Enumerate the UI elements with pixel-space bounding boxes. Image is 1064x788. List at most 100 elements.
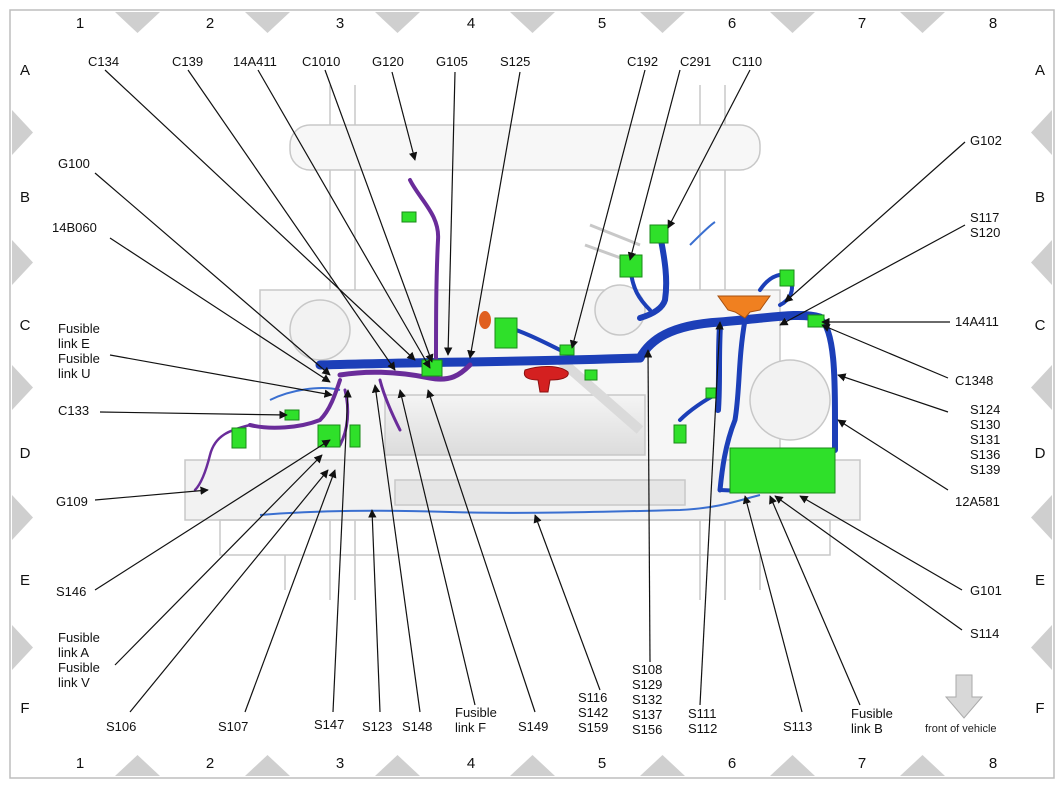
grid-row-b-right: B [1035, 189, 1045, 206]
connector-green-mid [779, 269, 795, 287]
label-fusible-f-2: link F [455, 720, 486, 735]
label-fusible-u-2: link U [58, 366, 91, 381]
connector-green-left-2 [317, 424, 341, 448]
callout-labels: C134 C139 14A411 C1010 G120 G105 S125 C1… [52, 54, 1002, 737]
connector-green-left-3 [349, 424, 361, 448]
label-s116: S116 [578, 690, 607, 705]
label-g105: G105 [436, 54, 468, 69]
grid-column-labels-top: 1 2 3 4 5 6 7 8 [76, 15, 997, 32]
grid-row-labels-left: A B C D E F [20, 62, 31, 717]
label-c1348: C1348 [955, 373, 993, 388]
label-g109: G109 [56, 494, 88, 509]
grid-col-3: 3 [336, 15, 344, 32]
grid-row-c-right: C [1035, 317, 1046, 334]
label-c1010: C1010 [302, 54, 340, 69]
label-14a411-top: 14A411 [233, 54, 277, 69]
label-s149: S149 [518, 719, 548, 734]
grid-col-1-bottom: 1 [76, 755, 84, 772]
grid-col-4-bottom: 4 [467, 755, 475, 772]
label-s132: S132 [632, 692, 662, 707]
label-fusible-f-1: Fusible [455, 705, 497, 720]
label-g101: G101 [970, 583, 1002, 598]
grid-col-7-bottom: 7 [858, 755, 866, 772]
grid-row-f: F [20, 700, 29, 717]
label-c110: C110 [732, 54, 762, 69]
label-c139: C139 [172, 54, 203, 69]
label-s114: S114 [970, 626, 999, 641]
connector-c133 [284, 409, 300, 421]
connectors [231, 211, 836, 494]
vehicle-frame [184, 85, 861, 600]
label-14a411-right: 14A411 [955, 314, 999, 329]
label-fusible-v-1: Fusible [58, 660, 100, 675]
label-s137: S137 [632, 707, 662, 722]
grid-column-labels-bottom: 1 2 3 4 5 6 7 8 [76, 755, 997, 772]
connector-c192 [559, 344, 575, 356]
grid-col-4: 4 [467, 15, 475, 32]
grid-row-d: D [20, 445, 31, 462]
label-s148: S148 [402, 719, 432, 734]
label-fusible-b-2: link B [851, 721, 883, 736]
label-s139: S139 [970, 462, 1000, 477]
grid-col-1: 1 [76, 15, 84, 32]
label-s146: S146 [56, 584, 86, 599]
grid-row-f-right: F [1035, 700, 1044, 717]
battery-junction-box [729, 447, 836, 494]
grid-row-b: B [20, 189, 30, 206]
connector-green-left-1 [231, 427, 247, 449]
label-c291: C291 [680, 54, 711, 69]
label-g100: G100 [58, 156, 90, 171]
label-s117: S117 [970, 210, 999, 225]
label-s112: S112 [688, 721, 717, 736]
label-s111: S111 [688, 706, 716, 721]
label-g120: G120 [372, 54, 404, 69]
connector-c1010 [421, 359, 443, 377]
front-of-vehicle-label: front of vehicle [925, 723, 997, 735]
grid-col-3-bottom: 3 [336, 755, 344, 772]
label-s156: S156 [632, 722, 662, 737]
label-s120: S120 [970, 225, 1000, 240]
leader-lines [94, 69, 966, 713]
label-s124: S124 [970, 402, 1000, 417]
label-c134: C134 [88, 54, 119, 69]
label-g102: G102 [970, 133, 1002, 148]
label-fusible-a-2: link A [58, 645, 89, 660]
grid-col-5-bottom: 5 [598, 755, 606, 772]
grid-row-e: E [20, 572, 30, 589]
grid-col-6-bottom: 6 [728, 755, 736, 772]
connector-green-low [673, 424, 687, 444]
label-s131: S131 [970, 432, 1000, 447]
front-of-vehicle-indicator: front of vehicle [925, 674, 997, 735]
grid-row-a: A [20, 62, 30, 79]
label-14b060: 14B060 [52, 220, 97, 235]
label-s130: S130 [970, 417, 1000, 432]
label-fusible-e-2: link E [58, 336, 90, 351]
grid-row-e-right: E [1035, 572, 1045, 589]
label-c133: C133 [58, 403, 89, 418]
grid-col-2-bottom: 2 [206, 755, 214, 772]
label-s113: S113 [783, 719, 812, 734]
grid-row-d-right: D [1035, 445, 1046, 462]
grid-col-5: 5 [598, 15, 606, 32]
label-s159: S159 [578, 720, 608, 735]
connector-c110 [649, 224, 669, 244]
down-arrow-icon [944, 674, 984, 719]
label-s108: S108 [632, 662, 662, 677]
label-fusible-v-2: link V [58, 675, 90, 690]
label-s147: S147 [314, 717, 344, 732]
label-c192: C192 [627, 54, 658, 69]
label-s136: S136 [970, 447, 1000, 462]
grid-row-a-right: A [1035, 62, 1045, 79]
connector-green-small [705, 387, 717, 399]
connector-orange-g102 [717, 295, 771, 319]
label-s107: S107 [218, 719, 248, 734]
grid-col-7: 7 [858, 15, 866, 32]
connector-green-top [401, 211, 417, 223]
connector-s125 [494, 317, 518, 349]
grid-row-c: C [20, 317, 31, 334]
grid-col-6: 6 [728, 15, 736, 32]
grid-col-8-bottom: 8 [989, 755, 997, 772]
label-s123: S123 [362, 719, 392, 734]
grid-col-2: 2 [206, 15, 214, 32]
